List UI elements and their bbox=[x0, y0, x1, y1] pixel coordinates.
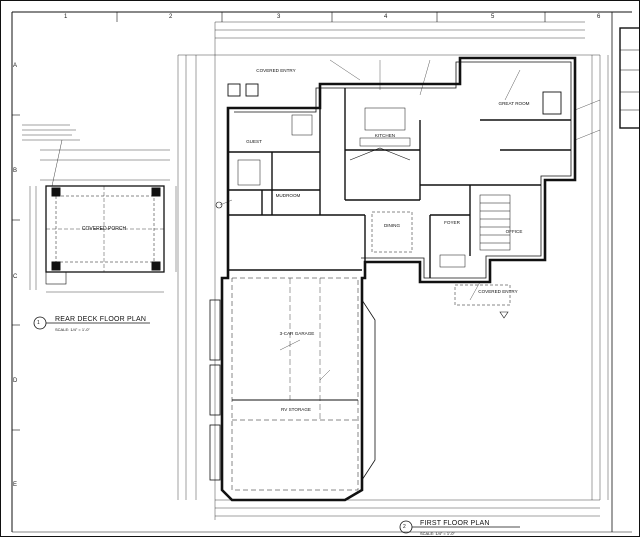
first-floor-title: FIRST FLOOR PLAN bbox=[420, 520, 490, 527]
grid-row-label: E bbox=[13, 482, 18, 488]
room-label-foyer: FOYER bbox=[444, 220, 461, 225]
grid-row-label: A bbox=[13, 63, 18, 69]
interior-fixtures bbox=[227, 83, 562, 306]
first-floor-scale: SCALE: 1/4" = 1'-0" bbox=[420, 531, 455, 536]
room-label-great-room: GREAT ROOM bbox=[499, 101, 530, 106]
section-marker bbox=[215, 201, 509, 319]
rear-deck-scale: SCALE: 1/4" = 1'-0" bbox=[55, 327, 90, 332]
grid-row-label: B bbox=[13, 168, 18, 174]
room-label-covered-entry-top: COVERED ENTRY bbox=[256, 68, 295, 73]
exterior-walls bbox=[220, 56, 577, 502]
garage-zone bbox=[209, 277, 376, 491]
grid-column-label: 6 bbox=[597, 14, 601, 20]
grid-row-label: D bbox=[13, 378, 18, 384]
grid-row-label: C bbox=[13, 274, 18, 280]
title-block bbox=[619, 27, 640, 129]
interior-walls bbox=[228, 88, 571, 278]
grid-column-label: 4 bbox=[384, 14, 388, 20]
rear-deck-title-marker bbox=[33, 316, 150, 330]
rear-deck-plan bbox=[22, 124, 177, 293]
dimension-lines bbox=[177, 21, 609, 520]
room-label-rv-storage: RV STORAGE bbox=[281, 407, 311, 412]
annotation-leaders bbox=[219, 59, 601, 381]
grid-column-label: 3 bbox=[277, 14, 281, 20]
room-label-dining: DINING bbox=[384, 223, 401, 228]
room-label-covered-entry-right: COVERED ENTRY bbox=[478, 289, 517, 294]
grid-column-label: 1 bbox=[64, 14, 68, 20]
room-label-office: OFFICE bbox=[506, 229, 523, 234]
room-label-guest: GUEST bbox=[246, 139, 262, 144]
rear-deck-room-label: COVERED PORCH bbox=[82, 226, 127, 232]
room-label-garage: 3-CAR GARAGE bbox=[280, 331, 315, 336]
room-labels: COVERED ENTRY GREAT ROOM KITCHEN GUEST M… bbox=[246, 68, 530, 412]
rear-deck-title: REAR DECK FLOOR PLAN bbox=[55, 316, 147, 323]
first-floor-title-marker bbox=[399, 520, 520, 534]
room-label-kitchen: KITCHEN bbox=[375, 133, 395, 138]
grid-column-label: 5 bbox=[491, 14, 495, 20]
first-floor-detail-number: 2 bbox=[403, 524, 406, 530]
rear-deck-detail-number: 1 bbox=[37, 320, 40, 326]
room-label-mudroom: MUDROOM bbox=[276, 193, 301, 198]
grid-column-label: 2 bbox=[169, 14, 173, 20]
